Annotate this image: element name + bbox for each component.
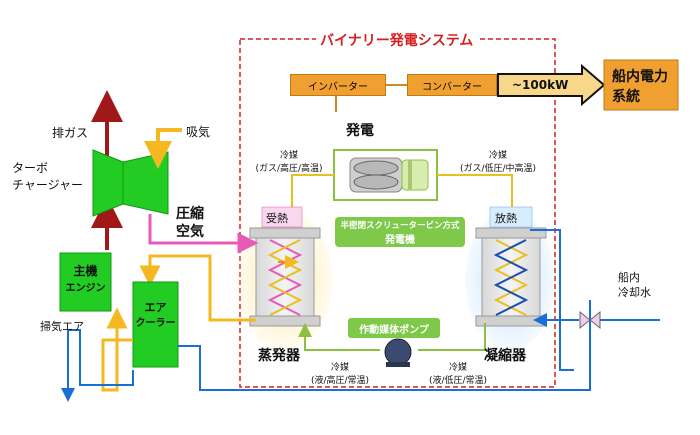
turbine-rotor-2 bbox=[353, 174, 399, 190]
turbocharger-label-l1: ターボ bbox=[12, 161, 49, 175]
generator-label-l1: 半密閉スクリュータービン方式 bbox=[340, 221, 460, 231]
refrigerant-bottom-right-l2: (液/低圧/常温) bbox=[428, 376, 488, 386]
turbocharger-right bbox=[122, 151, 169, 215]
refrigerant-bottom-left-l1: 冷媒 bbox=[330, 363, 349, 373]
generator-label-l2: 発電機 bbox=[385, 235, 415, 246]
evaporator-label: 蒸発器 bbox=[258, 348, 300, 364]
air-cooler-box bbox=[132, 281, 179, 368]
ship-cooling-water-label: 船内 冷却水 bbox=[618, 270, 651, 300]
main-engine-box bbox=[59, 252, 112, 312]
refrigerant-top-left: 冷媒 (ガス/高圧/高温) bbox=[248, 148, 330, 174]
main-engine-label: 主機 エンジン bbox=[60, 262, 111, 298]
heat-release-label: 放熱 bbox=[495, 212, 517, 225]
ship-cooling-water-l2: 冷却水 bbox=[618, 286, 651, 299]
generator-label-box bbox=[335, 217, 465, 247]
ship-cooling-water-l1: 船内 bbox=[618, 271, 640, 284]
heat-receive-label: 受熱 bbox=[266, 212, 288, 225]
intake-label: 吸気 bbox=[186, 125, 211, 139]
pump-out-line bbox=[298, 323, 380, 351]
refrigerant-top-right-l2: (ガス/低圧/中高温) bbox=[459, 164, 537, 174]
refrigerant-bottom-left-l2: (液/高圧/常温) bbox=[310, 376, 370, 386]
generator-frame bbox=[333, 149, 438, 201]
cooling-water-loop bbox=[178, 300, 591, 391]
compressed-air-l2: 空気 bbox=[176, 224, 204, 240]
condenser-blue-coil bbox=[493, 239, 529, 316]
pump-label: 作動媒体ポンプ bbox=[359, 325, 429, 336]
evaporator-cap-bottom bbox=[249, 315, 321, 327]
air-return-line bbox=[139, 254, 256, 322]
refrigerant-top-left-pipe bbox=[291, 174, 334, 222]
turbine-rotor-1 bbox=[353, 160, 399, 176]
air-cooler-label: エア クーラー bbox=[133, 300, 178, 332]
condenser-cap-bottom bbox=[475, 315, 547, 327]
refrigerant-bottom-left: 冷媒 (液/高圧/常温) bbox=[300, 360, 380, 386]
system-title: バイナリー発電システム bbox=[316, 30, 478, 50]
refrigerant-bottom-right-l1: 冷媒 bbox=[448, 363, 467, 373]
main-engine-l2: エンジン bbox=[65, 283, 106, 294]
ship-power-line1: 船内電力 bbox=[612, 69, 668, 85]
valve-icon bbox=[579, 310, 601, 330]
evaporator-gold-coil bbox=[267, 239, 303, 316]
condenser-label: 凝縮器 bbox=[484, 348, 526, 364]
scavenging-air-label: 掃気エア bbox=[40, 320, 84, 333]
generation-label: 発電 bbox=[346, 123, 374, 139]
condenser-unit bbox=[481, 227, 541, 325]
compressed-air-l1: 圧縮 bbox=[176, 206, 204, 222]
ship-power-box bbox=[603, 59, 679, 111]
heat-release-tag bbox=[489, 206, 533, 228]
heat-receive-tag bbox=[261, 206, 303, 228]
turbocharger-label: ターボ チャージャー bbox=[12, 160, 83, 194]
turbocharger-left bbox=[92, 149, 124, 217]
pump-icon-base bbox=[386, 362, 410, 367]
pump-icon bbox=[384, 338, 412, 366]
refrigerant-top-left-l2: (ガス/高圧/高温) bbox=[255, 164, 323, 174]
refrigerant-top-right-l1: 冷媒 bbox=[488, 151, 507, 161]
cooling-water-to-cooler bbox=[61, 329, 134, 402]
ship-power-line2: 系統 bbox=[612, 89, 640, 105]
cooling-water-condenser-out bbox=[530, 229, 574, 371]
air-cooler-l1: エア bbox=[144, 301, 167, 314]
compressed-air-label: 圧縮 空気 bbox=[176, 205, 204, 241]
converter-box: コンバーター bbox=[407, 74, 497, 96]
output-label: ~100kW bbox=[512, 78, 569, 92]
refrigerant-top-right-pipe bbox=[437, 174, 513, 222]
evaporator-unit bbox=[255, 227, 315, 325]
compressed-air-line bbox=[148, 214, 259, 254]
pump-label-box bbox=[348, 318, 440, 338]
intake-arrow bbox=[144, 128, 182, 169]
generator-label: 半密閉スクリュータービン方式 発電機 bbox=[335, 219, 465, 246]
refrigerant-top-left-l1: 冷媒 bbox=[279, 151, 298, 161]
condenser-cap-top bbox=[475, 227, 547, 239]
system-boundary bbox=[239, 38, 556, 388]
cooler-to-engine-line bbox=[101, 307, 133, 392]
inverter-box: インバーター bbox=[290, 74, 386, 96]
inverter-label: インバーター bbox=[308, 81, 368, 93]
turbocharger-label-l2: チャージャー bbox=[12, 178, 84, 192]
converter-label: コンバーター bbox=[422, 81, 482, 93]
air-cooler-l2: クーラー bbox=[135, 318, 176, 329]
exhaust-gas-label: 排ガス bbox=[52, 126, 89, 140]
evaporator-cap-top bbox=[249, 227, 321, 239]
generator-motor bbox=[401, 159, 429, 191]
output-arrow bbox=[497, 63, 606, 107]
pump-return-line bbox=[418, 323, 486, 351]
generator-motor-band bbox=[408, 160, 412, 190]
refrigerant-top-right: 冷媒 (ガス/低圧/中高温) bbox=[448, 148, 548, 174]
main-engine-l1: 主機 bbox=[73, 264, 98, 278]
refrigerant-bottom-right: 冷媒 (液/低圧/常温) bbox=[418, 360, 498, 386]
